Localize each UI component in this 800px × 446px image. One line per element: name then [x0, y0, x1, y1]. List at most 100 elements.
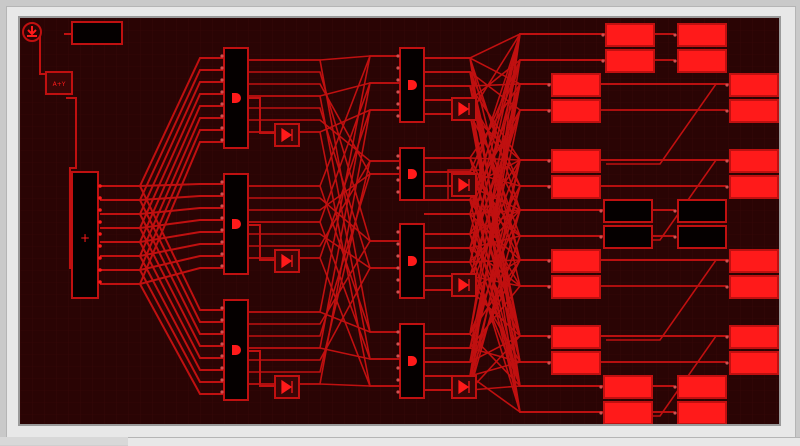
source-body: [71, 171, 99, 299]
buffer-2[interactable]: [274, 249, 300, 273]
buffer-4[interactable]: [451, 97, 477, 121]
output-cell[interactable]: [601, 23, 655, 47]
output-cell[interactable]: [673, 199, 727, 223]
output-cell[interactable]: [547, 325, 601, 349]
gate-pin: [220, 252, 224, 256]
output-cell[interactable]: [673, 225, 727, 249]
key-badge[interactable]: A+Y: [45, 71, 73, 95]
output-cell[interactable]: [547, 175, 601, 199]
buffer-1[interactable]: [274, 123, 300, 147]
and-gate-icon: [408, 356, 417, 366]
output-cell[interactable]: [599, 401, 653, 424]
circuit-canvas[interactable]: A+Y +: [20, 18, 779, 424]
output-pin: [673, 385, 677, 389]
circuit-board[interactable]: A+Y +: [18, 16, 781, 426]
name-field[interactable]: [71, 21, 123, 45]
gate-pin: [220, 306, 224, 310]
output-cell[interactable]: [725, 175, 779, 199]
output-cell[interactable]: [725, 325, 779, 349]
gate-pin: [396, 54, 400, 58]
output-cell[interactable]: [725, 149, 779, 173]
gate-pin: [220, 54, 224, 58]
output-cell[interactable]: [725, 351, 779, 375]
gate-a3[interactable]: [220, 299, 249, 401]
output-cell-body: [551, 325, 601, 349]
output-cell[interactable]: [547, 99, 601, 123]
output-cell-body: [605, 23, 655, 47]
output-cell[interactable]: [725, 99, 779, 123]
gate-pin: [220, 192, 224, 196]
output-cell[interactable]: [725, 275, 779, 299]
output-cell-body: [551, 249, 601, 273]
gate-a1[interactable]: [220, 47, 249, 149]
output-cell-body: [729, 149, 779, 173]
buffer-7[interactable]: [451, 375, 477, 399]
wire: [248, 173, 400, 337]
source-pin: [98, 232, 102, 236]
output-cell-body: [729, 175, 779, 199]
buffer-3[interactable]: [274, 375, 300, 399]
output-pin: [547, 83, 551, 87]
buffer-icon: [281, 253, 293, 269]
output-cell-body: [551, 275, 601, 299]
output-cell-body: [551, 351, 601, 375]
gate-b2[interactable]: [396, 147, 425, 201]
gate-pin: [396, 378, 400, 382]
gate-pin: [220, 66, 224, 70]
gate-a2[interactable]: [220, 173, 249, 275]
gate-pin: [396, 366, 400, 370]
gate-b4[interactable]: [396, 323, 425, 399]
wire: [100, 185, 224, 311]
download-icon[interactable]: [22, 22, 42, 42]
wire: [248, 267, 400, 361]
buffer-6[interactable]: [451, 273, 477, 297]
output-pin: [673, 411, 677, 415]
output-cell[interactable]: [673, 49, 727, 73]
output-cell[interactable]: [547, 73, 601, 97]
output-cell[interactable]: [547, 351, 601, 375]
output-cell[interactable]: [547, 275, 601, 299]
output-cell-body: [729, 99, 779, 123]
buffer-icon: [458, 379, 470, 395]
gate-b3[interactable]: [396, 223, 425, 299]
gate-pin: [396, 354, 400, 358]
source-module[interactable]: +: [71, 171, 102, 299]
output-cell[interactable]: [673, 401, 727, 424]
source-pin: [98, 220, 102, 224]
bottom-bar-left: [0, 437, 128, 445]
wire: [100, 283, 224, 395]
source-pin: [98, 280, 102, 284]
gate-pin: [396, 166, 400, 170]
gate-b1[interactable]: [396, 47, 425, 123]
output-cell[interactable]: [601, 49, 655, 73]
gate-pin: [220, 366, 224, 370]
gate-pin: [220, 126, 224, 130]
gate-pin: [220, 102, 224, 106]
gate-pin: [220, 204, 224, 208]
output-cell[interactable]: [599, 225, 653, 249]
output-cell[interactable]: [599, 375, 653, 399]
output-cell[interactable]: [599, 199, 653, 223]
output-cell[interactable]: [547, 149, 601, 173]
output-cell[interactable]: [725, 73, 779, 97]
wire: [248, 240, 400, 325]
and-gate-icon: [232, 219, 241, 229]
output-pin: [599, 235, 603, 239]
output-pin: [725, 159, 729, 163]
output-cell[interactable]: [673, 23, 727, 47]
gate-pin: [396, 178, 400, 182]
output-cell[interactable]: [673, 375, 727, 399]
gate-pin: [220, 114, 224, 118]
output-pin: [673, 33, 677, 37]
wire: [606, 83, 732, 165]
output-cell[interactable]: [547, 249, 601, 273]
and-gate-icon: [408, 80, 417, 90]
component-layer: A+Y +: [22, 21, 779, 424]
wire: [248, 97, 275, 134]
buffer-5[interactable]: [451, 173, 477, 197]
output-pin: [673, 235, 677, 239]
gate-pin: [396, 390, 400, 394]
output-cell[interactable]: [725, 249, 779, 273]
output-pin: [547, 335, 551, 339]
wire: [100, 227, 224, 347]
